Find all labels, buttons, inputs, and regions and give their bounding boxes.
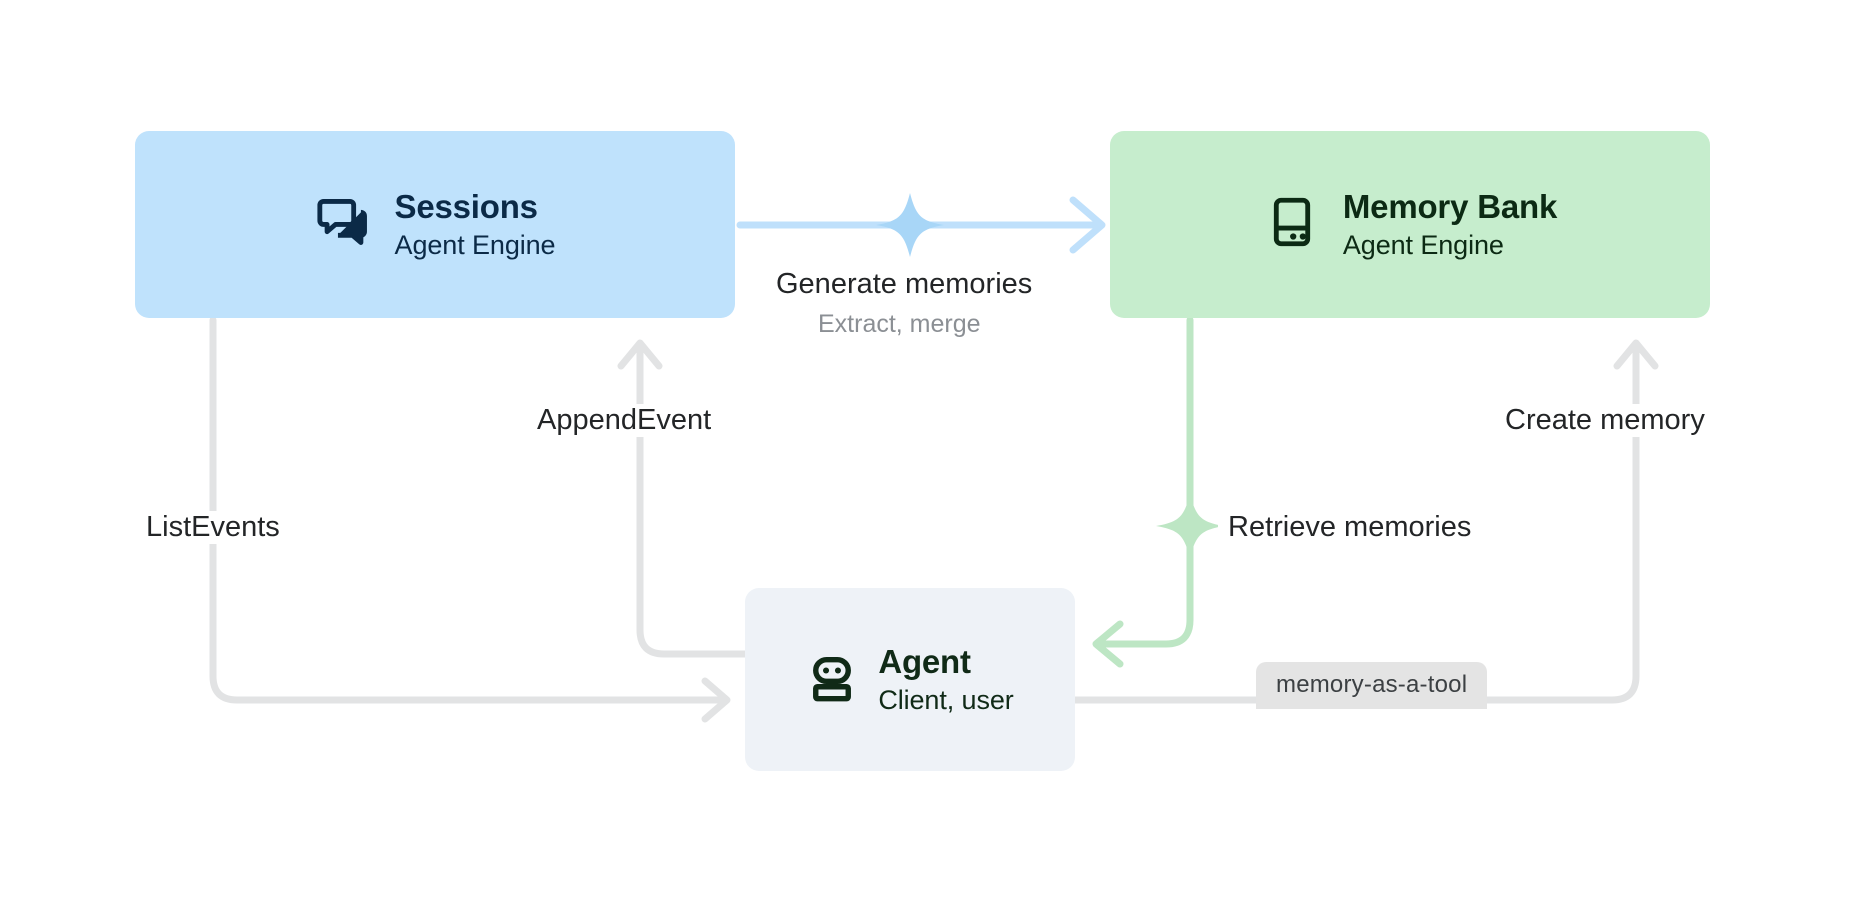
edge-create-memory xyxy=(1071,341,1640,704)
edge-list-events xyxy=(209,316,729,704)
node-sessions[interactable]: Sessions Agent Engine xyxy=(135,131,735,318)
edge-append-event-arrowhead xyxy=(617,339,663,370)
node-agent-subtitle: Client, user xyxy=(878,685,1014,715)
edge-label-generate-memories: Generate memories xyxy=(766,268,1043,302)
edge-label-create-memory: Create memory xyxy=(1495,404,1715,438)
edge-label-retrieve-memories: Retrieve memories xyxy=(1218,511,1482,545)
edge-label-list-events: ListEvents xyxy=(136,511,290,545)
sparkle-icon-blue xyxy=(876,193,944,257)
edge-list-events-arrowhead xyxy=(701,677,731,723)
node-agent-title: Agent xyxy=(878,643,971,680)
edge-retrieve-memories-arrowhead xyxy=(1092,620,1124,668)
edge-create-memory-arrowhead xyxy=(1613,339,1659,370)
robot-icon xyxy=(806,651,858,708)
node-memory-bank-title: Memory Bank xyxy=(1342,188,1558,225)
edge-label-append-event: AppendEvent xyxy=(527,404,722,438)
node-agent[interactable]: Agent Client, user xyxy=(745,588,1075,771)
edge-retrieve-memories xyxy=(1094,316,1194,648)
edge-append-event xyxy=(636,341,749,658)
node-sessions-title: Sessions xyxy=(394,188,539,225)
sparkle-icon-green xyxy=(1156,494,1224,558)
node-memory-bank-subtitle: Agent Engine xyxy=(1342,230,1504,260)
edge-generate-memories-arrowhead xyxy=(1069,196,1106,254)
memory-bank-icon xyxy=(1263,193,1321,256)
memory-as-a-tool-badge: memory-as-a-tool xyxy=(1256,662,1488,709)
chat-bubbles-icon xyxy=(315,193,373,256)
node-sessions-subtitle: Agent Engine xyxy=(394,230,556,260)
node-memory-bank[interactable]: Memory Bank Agent Engine xyxy=(1110,131,1710,318)
edge-sublabel-extract-merge: Extract, merge xyxy=(808,310,991,339)
